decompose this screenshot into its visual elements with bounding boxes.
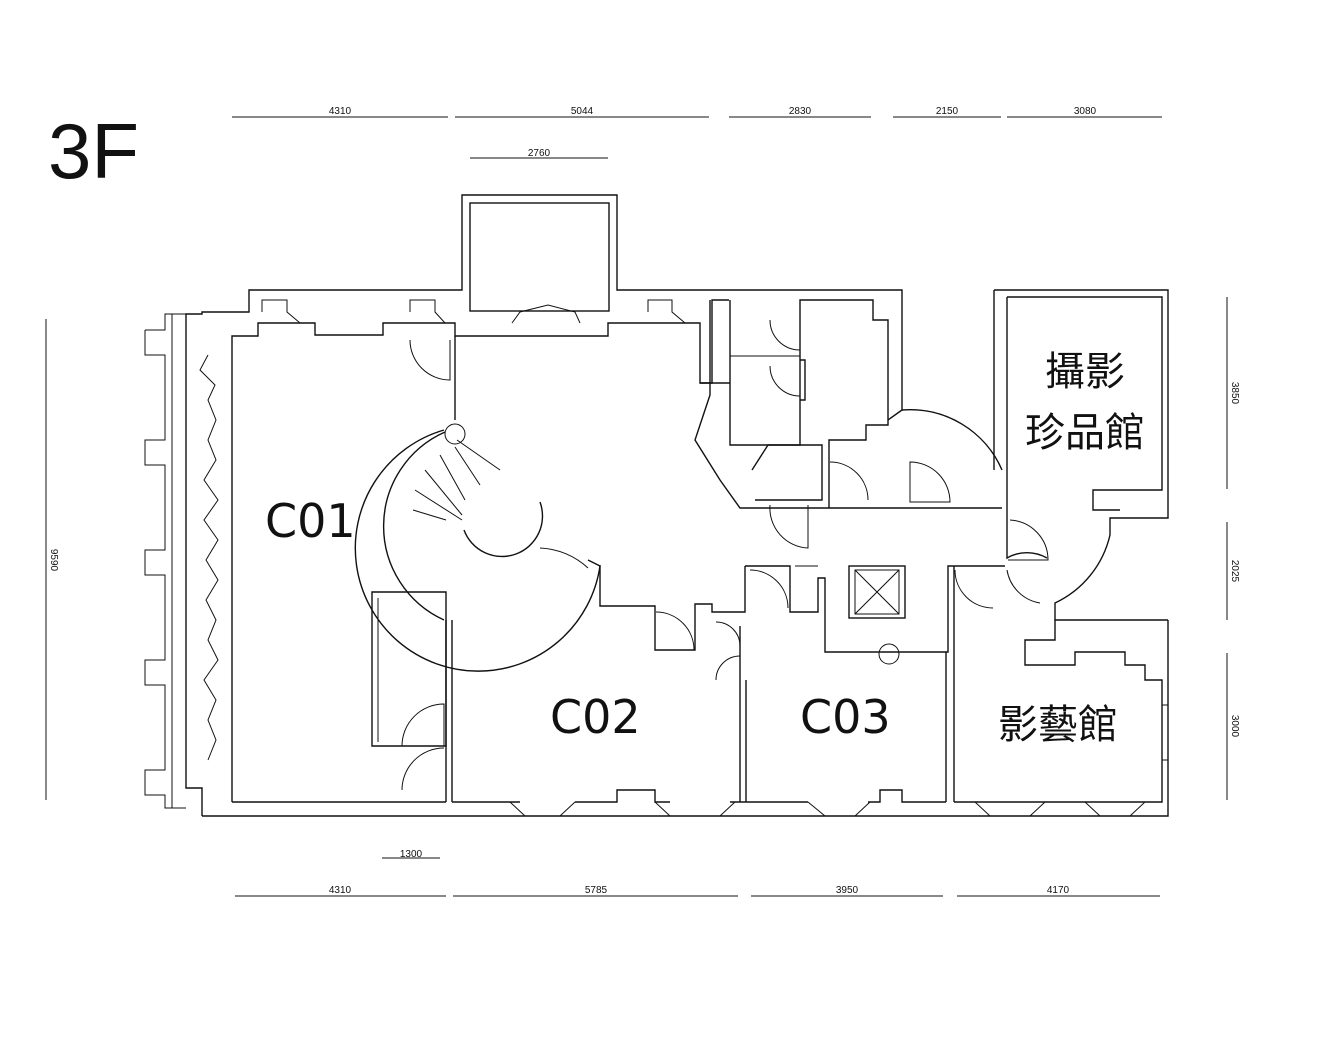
room-labels: C01 C02 C03 攝影 珍品館 影藝館 [265, 349, 1145, 748]
dim-right-3: 3000 [1229, 715, 1240, 738]
dim-top-2: 5044 [571, 106, 594, 117]
floor-label: 3F [48, 107, 139, 195]
dimensions-left: 9590 [45, 319, 59, 800]
dim-top-3: 2830 [789, 106, 812, 117]
room-photo-gallery-label-line1: 攝影 [1045, 349, 1125, 395]
dim-top-5: 3080 [1074, 106, 1097, 117]
room-photo-gallery-label-line2: 珍品館 [1025, 410, 1145, 456]
dim-top-sub: 2760 [528, 148, 551, 159]
dimensions-bottom: 4310 5785 3950 4170 1300 [235, 849, 1160, 897]
dim-top-1: 4310 [329, 106, 352, 117]
dim-bottom-1: 4310 [329, 885, 352, 896]
dim-bottom-3: 3950 [836, 885, 859, 896]
dim-bottom-4: 4170 [1047, 885, 1070, 896]
dim-bottom-2: 5785 [585, 885, 608, 896]
dim-right-1: 3850 [1229, 382, 1240, 405]
room-art-gallery-label: 影藝館 [998, 702, 1118, 748]
room-c03-label: C03 [800, 690, 891, 744]
dimensions-right: 3850 2025 3000 [1226, 297, 1240, 800]
room-c01-label: C01 [265, 494, 356, 548]
dim-top-4: 2150 [936, 106, 959, 117]
dim-bottom-sub: 1300 [400, 849, 423, 860]
room-c02-label: C02 [550, 690, 641, 744]
dimensions-top: 4310 5044 2830 2150 3080 2760 [232, 106, 1162, 159]
walls [144, 194, 1169, 817]
spiral-staircase [354, 423, 601, 672]
elevator [848, 565, 906, 665]
dim-left: 9590 [48, 549, 59, 572]
dim-right-2: 2025 [1229, 560, 1240, 583]
